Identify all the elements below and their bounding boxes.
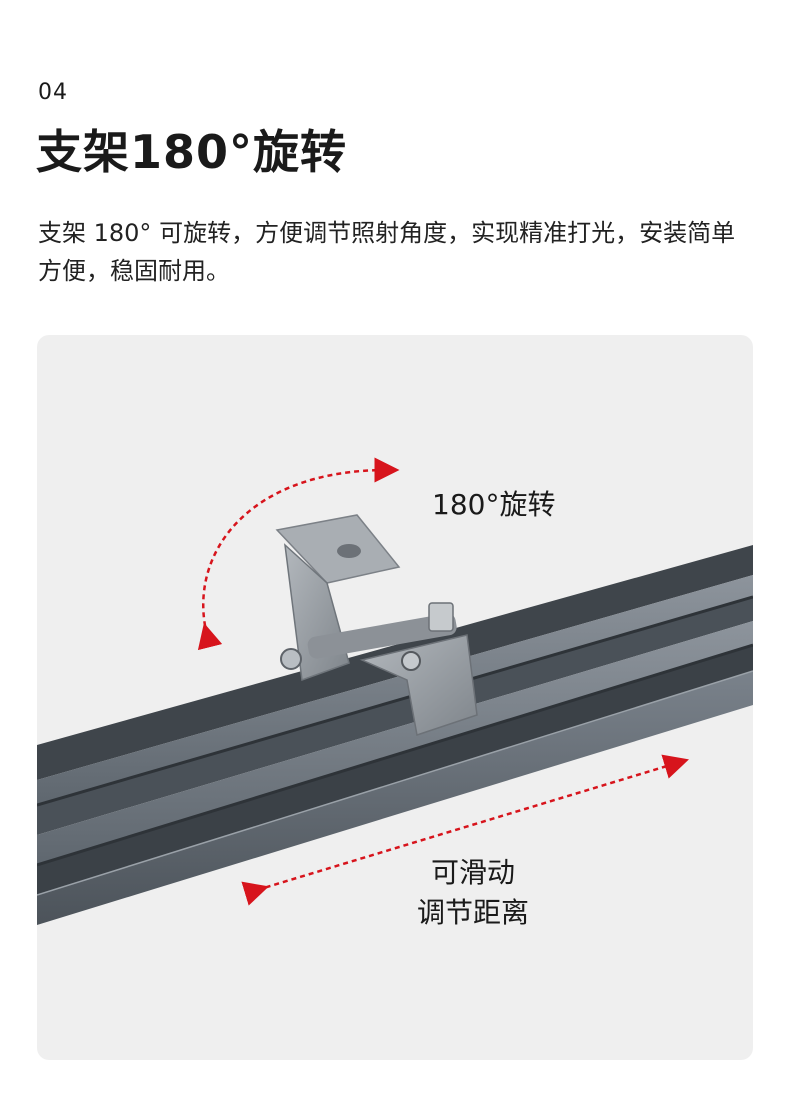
slide-callout-line1: 可滑动 — [431, 856, 516, 889]
light-bar — [37, 545, 753, 925]
product-image-panel: 180°旋转 可滑动 调节距离 — [37, 335, 753, 1060]
slide-callout: 可滑动 调节距离 — [417, 853, 529, 933]
light-bar-illustration — [37, 457, 753, 925]
section-number: 04 — [38, 80, 68, 105]
rotation-callout: 180°旋转 — [432, 488, 556, 521]
rotation-arrow-icon — [197, 457, 400, 651]
feature-description: 支架 180° 可旋转，方便调节照射角度，实现精准打光，安装简单方便，稳固耐用。 — [38, 219, 736, 285]
slide-callout-line2: 调节距离 — [417, 896, 530, 929]
slide-arrow-icon — [241, 754, 689, 906]
section-title: 支架180°旋转 — [36, 125, 348, 179]
